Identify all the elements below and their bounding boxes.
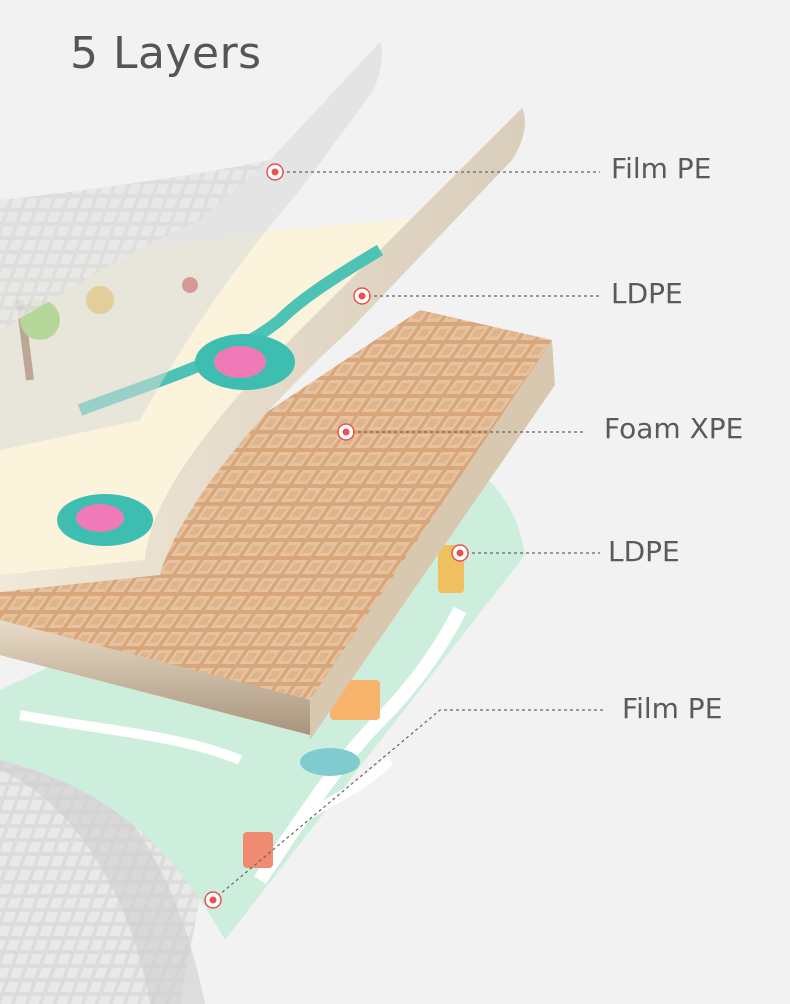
layer-label-foam-xpe: Foam XPE — [604, 412, 744, 445]
layer-label-film-pe-top: Film PE — [611, 152, 712, 185]
layer-markers — [204, 163, 469, 909]
top-film-layer — [0, 42, 382, 450]
leader-lines — [212, 171, 605, 901]
layer-label-ldpe-top: LDPE — [611, 277, 683, 310]
foam-layer — [0, 310, 552, 735]
layer-label-ldpe-bottom: LDPE — [608, 535, 680, 568]
layer-label-film-pe-bottom: Film PE — [622, 692, 723, 725]
page-title: 5 Layers — [70, 28, 262, 79]
